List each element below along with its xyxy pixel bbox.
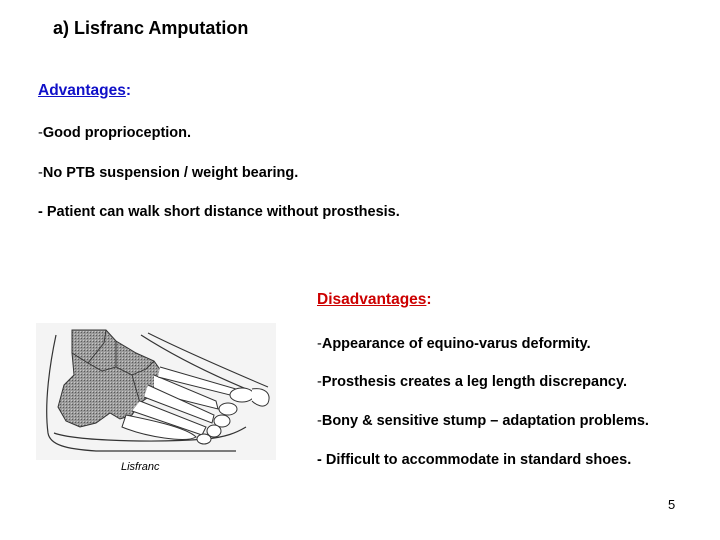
slide-title: a) Lisfranc Amputation <box>53 18 249 38</box>
advantage-item: - Patient can walk short distance withou… <box>38 204 400 220</box>
disadvantages-heading-text: Disadvantages <box>317 291 427 308</box>
advantages-heading-text: Advantages <box>38 82 126 99</box>
page-number: 5 <box>668 497 676 512</box>
disadvantages-heading-colon: : <box>426 291 432 308</box>
disadvantage-item: -Prosthesis creates a leg length discrep… <box>317 374 628 390</box>
advantages-heading: Advantages: <box>38 82 131 100</box>
advantage-item: -No PTB suspension / weight bearing. <box>38 165 299 181</box>
disadvantage-item: -Appearance of equino-varus deformity. <box>317 336 591 352</box>
foot-skeleton-illustration <box>36 323 276 460</box>
disadvantage-item: -Bony & sensitive stump – adaptation pro… <box>317 413 649 429</box>
disadvantage-item: - Difficult to accommodate in standard s… <box>317 452 632 468</box>
figure-caption: Lisfranc <box>121 461 160 473</box>
advantages-heading-colon: : <box>125 82 132 99</box>
disadvantages-heading: Disadvantages: <box>317 291 432 309</box>
advantage-item: -Good proprioception. <box>38 125 192 141</box>
